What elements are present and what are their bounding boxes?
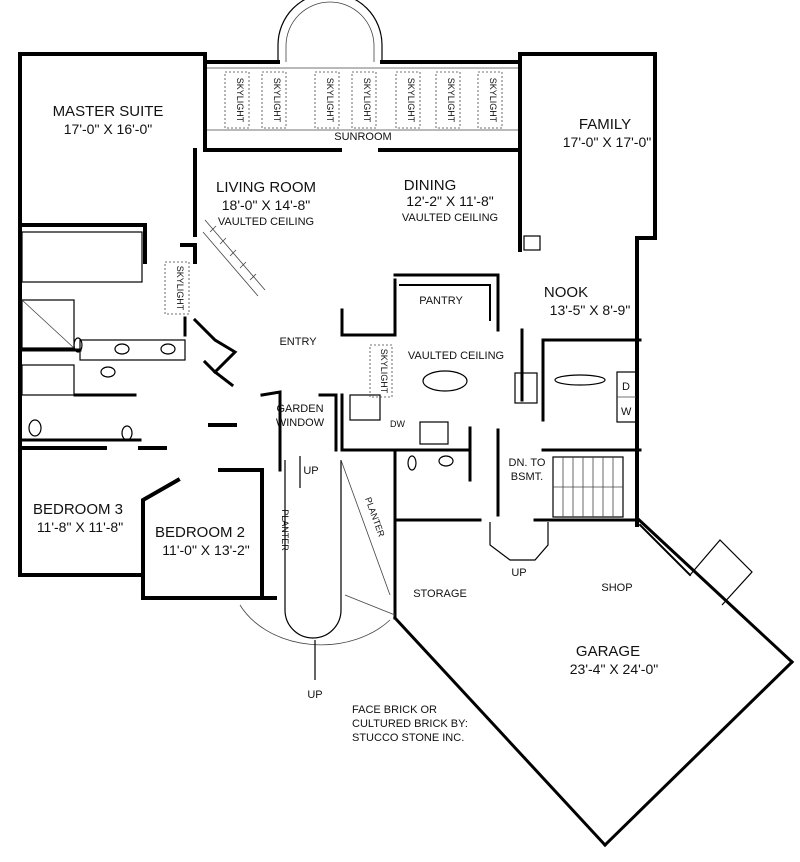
master-suite-label: MASTER SUITE 17'-0" X 16'-0" (53, 103, 164, 137)
nook-label: NOOK 13'-5" X 8'-9" (544, 284, 630, 318)
room-name: LIVING ROOM (216, 179, 316, 196)
svg-text:CULTURED BRICK BY:: CULTURED BRICK BY: (352, 718, 468, 730)
entry-label: ENTRY (279, 336, 317, 348)
kitchen-ceiling-note: VAULTED CEILING (408, 350, 504, 362)
planter-walkway (239, 459, 396, 646)
up-arrow-garage-door: UP (511, 567, 526, 579)
room-name: GARAGE (576, 643, 640, 660)
skylight-label: SKYLIGHT (175, 266, 185, 311)
basement-stairs (552, 456, 624, 518)
room-dimensions: 12'-2" X 11'-8" (406, 193, 493, 209)
room-dimensions: 17'-0" X 16'-0" (64, 121, 152, 137)
ceiling-note: VAULTED CEILING (402, 212, 498, 224)
brick-note: FACE BRICK OR CULTURED BRICK BY: STUCCO … (352, 704, 468, 744)
up-arrow-entry: UP (299, 456, 319, 488)
svg-text:WINDOW: WINDOW (276, 417, 325, 429)
planter-label: PLANTER (280, 509, 290, 551)
svg-text:GARDEN: GARDEN (276, 403, 323, 415)
room-dimensions: 17'-0" X 17'-0" (563, 134, 651, 150)
skylight-label: SKYLIGHT (406, 78, 416, 123)
pantry-label: PANTRY (419, 295, 463, 307)
room-dimensions: 18'-0" X 14'-8" (222, 197, 310, 213)
interior-walls (18, 52, 692, 600)
room-dimensions: 11'-8" X 11'-8" (37, 519, 123, 535)
sunroom-skylights (164, 71, 503, 398)
dishwasher-label: DW (390, 419, 405, 429)
room-dimensions: 23'-4" X 24'-0" (570, 661, 658, 677)
room-dimensions: 11'-0" X 13'-2" (162, 542, 249, 558)
up-arrow-front-walk: UP (307, 640, 323, 701)
sunroom-label: SUNROOM (334, 131, 391, 143)
ceiling-note: VAULTED CEILING (218, 216, 314, 228)
svg-text:BSMT.: BSMT. (511, 471, 543, 483)
room-name: FAMILY (579, 116, 631, 133)
living-room-label: LIVING ROOM 18'-0" X 14'-8" VAULTED CEIL… (216, 179, 316, 228)
garden-window-label: GARDEN WINDOW (276, 403, 325, 429)
garage-bump-out (689, 539, 753, 606)
bedroom2-label: BEDROOM 2 11'-0" X 13'-2" (155, 524, 250, 558)
garage-label: GARAGE 23'-4" X 24'-0" (570, 643, 658, 677)
garage-entry-landing (489, 522, 549, 561)
dining-label: DINING 12'-2" X 11'-8" VAULTED CEILING (402, 177, 498, 224)
room-name: BEDROOM 2 (155, 524, 245, 541)
skylight-label: SKYLIGHT (325, 78, 335, 123)
skylight-label: SKYLIGHT (272, 78, 282, 123)
planter-label: PLANTER (363, 496, 387, 539)
svg-text:STUCCO STONE INC.: STUCCO STONE INC. (352, 732, 464, 744)
skylight-label: SKYLIGHT (362, 78, 372, 123)
dryer-label: D (622, 381, 630, 393)
skylight-label: SKYLIGHT (379, 349, 389, 394)
fixtures (21, 231, 637, 471)
family-label: FAMILY 17'-0" X 17'-0" (563, 116, 651, 150)
room-name: MASTER SUITE (53, 103, 164, 120)
svg-text:UP: UP (303, 465, 318, 477)
svg-text:FACE BRICK OR: FACE BRICK OR (352, 704, 437, 716)
room-name: BEDROOM 3 (33, 501, 123, 518)
room-name: DINING (404, 177, 457, 194)
skylight-label: SKYLIGHT (235, 78, 245, 123)
skylight-label: SKYLIGHT (488, 78, 498, 123)
basement-stairs-label: DN. TO BSMT. (509, 457, 546, 483)
sunroom-skylight-labels: SKYLIGHT SKYLIGHT SKYLIGHT SKYLIGHT SKYL… (175, 78, 498, 394)
living-room-stair-hatch (202, 219, 266, 297)
bedroom3-label: BEDROOM 3 11'-8" X 11'-8" (33, 501, 123, 535)
svg-text:DN. TO: DN. TO (509, 457, 546, 469)
washer-label: W (621, 406, 632, 418)
room-dimensions: 13'-5" X 8'-9" (550, 302, 631, 318)
svg-text:UP: UP (307, 689, 322, 701)
sunroom-bay (205, 0, 520, 131)
svg-text:UP: UP (511, 567, 526, 579)
room-name: NOOK (544, 284, 588, 301)
shop-label: SHOP (601, 582, 632, 594)
skylight-label: SKYLIGHT (446, 78, 456, 123)
storage-label: STORAGE (413, 588, 467, 600)
